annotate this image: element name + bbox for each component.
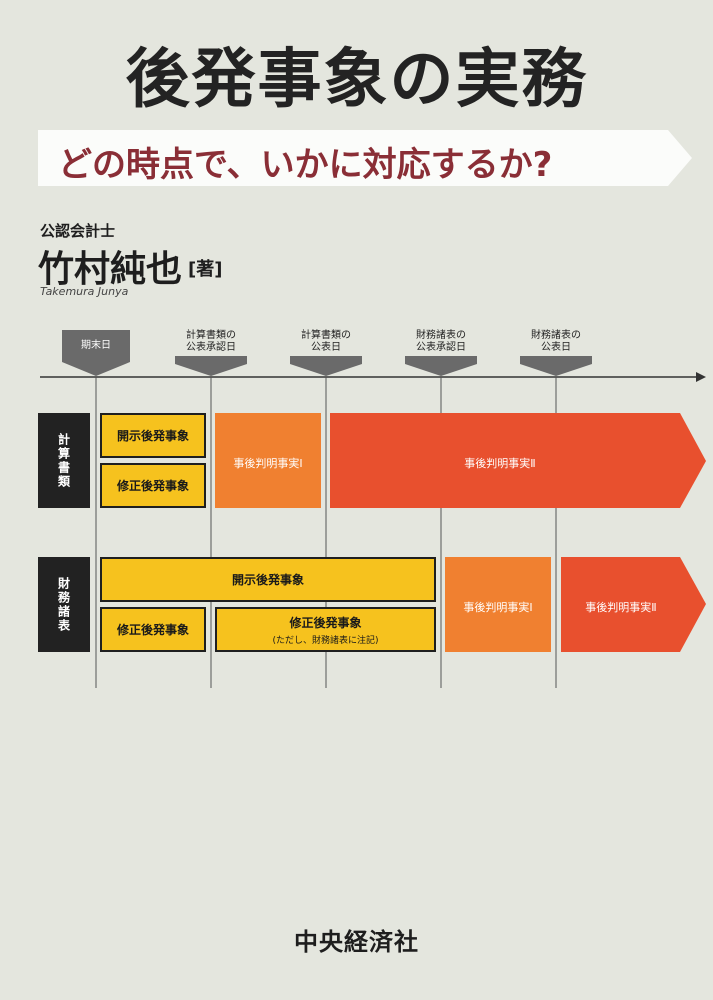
section-label-keisan: 計算書類 (38, 413, 90, 508)
zaimu-correction-box: 修正後発事象 (100, 607, 206, 652)
keisan-disclosure-label: 開示後発事象 (116, 429, 189, 443)
timeline-arrowhead (696, 372, 706, 382)
marker-1-shape (62, 330, 130, 376)
zaimu-bar1-label: 事後判明事実Ⅰ (463, 601, 533, 614)
zaimu-bar2-label: 事後判明事実Ⅱ (585, 601, 657, 614)
keisan-disclosure-box: 開示後発事象 (100, 413, 206, 458)
book-subtitle: どの時点で、いかに対応するか? (58, 145, 553, 185)
section-label-zaimu: 財務諸表 (38, 557, 90, 652)
zaimu-correction-label: 修正後発事象 (116, 623, 189, 637)
author-suffix: [著] (188, 259, 223, 280)
keisan-bar2-shape (330, 413, 706, 508)
keisan-correction-label: 修正後発事象 (116, 479, 189, 493)
author-name: 竹村純也 (38, 249, 183, 290)
marker-label-zaimu-approval: 財務諸表の 公表承認日 (416, 330, 466, 353)
keisan-correction-box: 修正後発事象 (100, 463, 206, 508)
author-role: 公認会計士 (40, 222, 116, 240)
marker-3-shape (290, 356, 362, 376)
timeline-diagram (40, 330, 706, 688)
zaimu-disclosure-label: 開示後発事象 (231, 573, 304, 587)
book-title: 後発事象の実務 (125, 43, 588, 117)
keisan-bar2-label: 事後判明事実Ⅱ (464, 457, 536, 470)
subtitle-banner (38, 130, 692, 186)
publisher-name: 中央経済社 (294, 927, 419, 956)
zaimu-bar2-shape (561, 557, 706, 652)
marker-label-keisan-publication: 計算書類の 公表日 (301, 330, 351, 353)
marker-4-shape (405, 356, 477, 376)
zaimu-disclosure-box: 開示後発事象 (100, 557, 436, 602)
author-block: 竹村純也[著] (38, 240, 222, 292)
marker-label-keisan-approval: 計算書類の 公表承認日 (186, 330, 236, 353)
zaimu-correction-note-box: 修正後発事象 (ただし、財務諸表に注記) (215, 607, 436, 652)
keisan-bar1-shape (215, 413, 321, 508)
marker-label-zaimu-publication: 財務諸表の 公表日 (531, 330, 581, 353)
zaimu-bar1-shape (445, 557, 551, 652)
marker-2-shape (175, 356, 247, 376)
zaimu-correction2-label: 修正後発事象 (289, 615, 362, 630)
marker-5-shape (520, 356, 592, 376)
author-romaji: Takemura Junya (40, 285, 129, 298)
keisan-bar1-label: 事後判明事実Ⅰ (233, 457, 303, 470)
zaimu-correction2-note: (ただし、財務諸表に注記) (272, 635, 379, 646)
marker-label-period-end: 期末日 (81, 340, 111, 351)
